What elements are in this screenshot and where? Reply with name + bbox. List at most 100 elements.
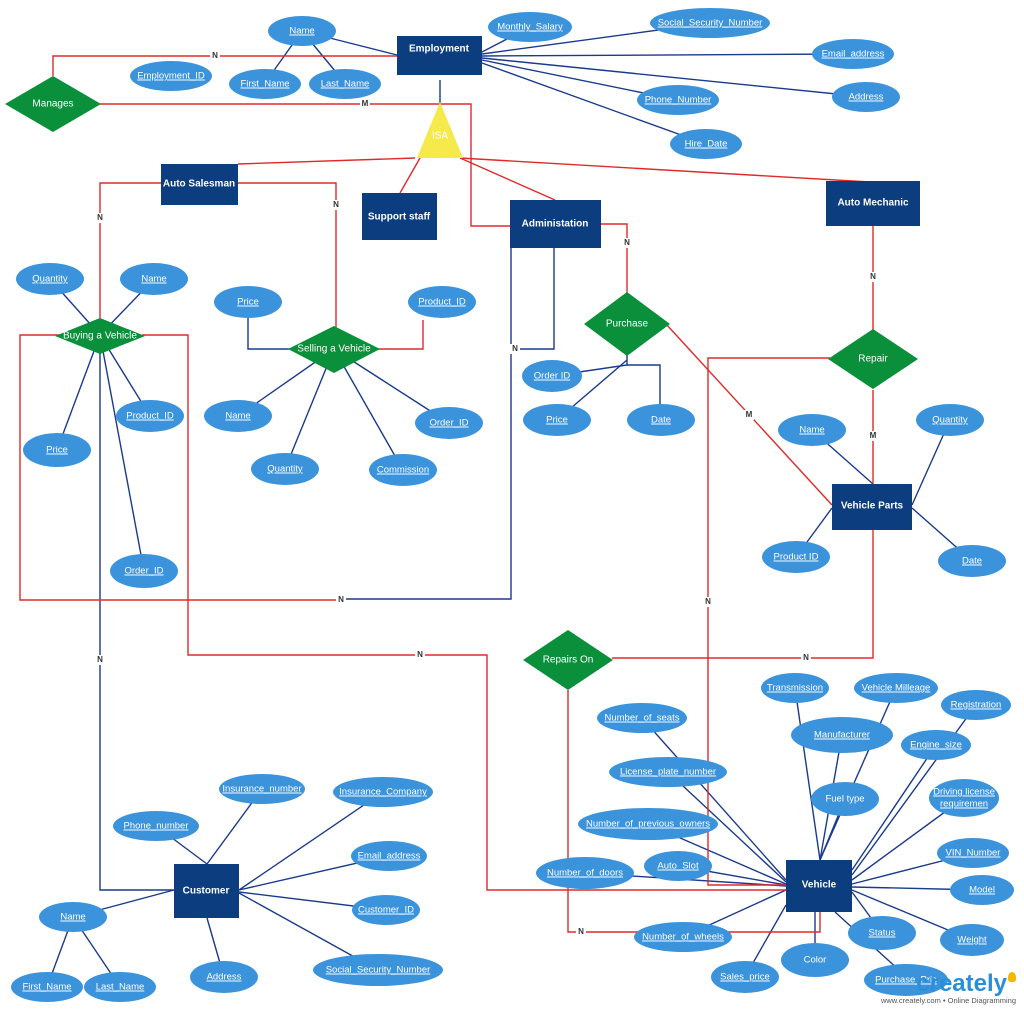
attr-purchase-order-id[interactable]: Order ID: [522, 360, 582, 392]
entity-employment[interactable]: Employment: [397, 36, 482, 75]
entity-administation[interactable]: Administation: [510, 200, 601, 248]
attr-employment-phone[interactable]: Phone_Number: [637, 85, 719, 115]
attr-employment-monthly-salary[interactable]: Monthly_Salary: [488, 12, 572, 42]
attr-purchase-date[interactable]: Date: [627, 404, 695, 436]
card-n-buy-bottom: N: [338, 595, 344, 604]
svg-text:License_plate_number: License_plate_number: [620, 767, 716, 778]
attr-customer-id[interactable]: Customer_ID: [352, 895, 420, 925]
card-n-customer: N: [97, 655, 103, 664]
entity-vehicle[interactable]: Vehicle: [786, 860, 852, 912]
attr-vehicle-model[interactable]: Model: [950, 875, 1014, 905]
attr-buying-order-id[interactable]: Order_ID: [110, 554, 178, 588]
svg-text:Name: Name: [289, 26, 314, 37]
cardinality-labels: N M N N N N M N M N N N N N N: [95, 51, 878, 937]
attr-vehicle-transmission[interactable]: Transmission: [761, 673, 829, 703]
entity-auto-mechanic[interactable]: Auto Mechanic: [826, 181, 920, 226]
attr-vehicle-color[interactable]: Color: [781, 943, 849, 977]
svg-text:Transmission: Transmission: [767, 683, 823, 694]
attr-employment-hire-date[interactable]: Hire_Date: [670, 129, 742, 159]
attr-customer-phone[interactable]: Phone_number: [113, 811, 199, 841]
attr-vehicle-number-of-wheels[interactable]: Number_of_wheels: [634, 922, 732, 952]
attr-parts-product-id[interactable]: Product ID: [762, 541, 830, 573]
card-n-manages: N: [212, 51, 218, 60]
relationship-repair[interactable]: Repair: [828, 329, 918, 389]
isa-triangle[interactable]: ISA: [417, 102, 463, 158]
svg-text:Administation: Administation: [522, 219, 589, 230]
entity-support-staff[interactable]: Support staff: [362, 193, 437, 240]
attr-vehicle-number-of-doors[interactable]: Number_of_doors: [536, 857, 634, 889]
attr-parts-date[interactable]: Date: [938, 545, 1006, 577]
attr-customer-insurance-number[interactable]: Insurance_number: [219, 774, 305, 804]
relationship-buying-a-vehicle[interactable]: Buying a Vehicle: [55, 318, 145, 354]
attr-vehicle-engine-size[interactable]: Engine_size: [901, 730, 971, 760]
svg-text:Insurance_Company: Insurance_Company: [339, 787, 427, 798]
attr-buying-price[interactable]: Price: [23, 433, 91, 467]
attr-selling-commission[interactable]: Commission: [369, 454, 437, 486]
attr-employment-id[interactable]: Employment_ID: [130, 61, 212, 91]
attr-selling-price[interactable]: Price: [214, 286, 282, 318]
attr-vehicle-vin[interactable]: VIN_Number: [937, 838, 1009, 868]
attr-customer-first-name[interactable]: First_Name: [11, 972, 83, 1002]
svg-text:Quantity: Quantity: [32, 274, 68, 285]
attr-vehicle-previous-owners[interactable]: Number_of_previous_owners: [578, 808, 718, 840]
attr-customer-ssn[interactable]: Social_Security_Number: [313, 954, 443, 986]
attr-vehicle-license-plate[interactable]: License_plate_number: [609, 757, 727, 787]
attr-buying-name[interactable]: Name: [120, 263, 188, 295]
svg-text:Email_address: Email_address: [822, 49, 885, 60]
creately-logo: creately www.creately.com • Online Diagr…: [881, 972, 1016, 1005]
attr-vehicle-status[interactable]: Status: [848, 916, 916, 950]
attr-vehicle-mileage[interactable]: Vehicle Milleage: [854, 673, 938, 703]
attr-customer-insurance-company[interactable]: Insurance_Company: [333, 777, 433, 807]
relationship-purchase[interactable]: Purchase: [584, 292, 670, 356]
svg-text:Order_ID: Order_ID: [124, 566, 163, 577]
attr-employment-ssn[interactable]: Social_Security_Number: [650, 8, 770, 38]
svg-text:Social_Security_Number: Social_Security_Number: [326, 965, 431, 976]
attr-selling-product-id[interactable]: Product_ID: [408, 286, 476, 318]
attr-buying-quantity[interactable]: Quantity: [16, 263, 84, 295]
attr-selling-name[interactable]: Name: [204, 400, 272, 432]
attr-vehicle-weight[interactable]: Weight: [940, 924, 1004, 956]
attr-customer-address[interactable]: Address: [190, 961, 258, 993]
attr-selling-order-id[interactable]: Order_ID: [415, 407, 483, 439]
attr-vehicle-auto-slot[interactable]: Auto_Slot: [644, 851, 712, 881]
attr-employment-address[interactable]: Address: [832, 82, 900, 112]
svg-text:Number_of_previous_owners: Number_of_previous_owners: [586, 819, 710, 830]
isa-label: ISA: [432, 131, 448, 142]
entity-vehicle-parts[interactable]: Vehicle Parts: [832, 484, 912, 530]
svg-text:Hire_Date: Hire_Date: [685, 139, 728, 150]
entity-auto-salesman[interactable]: Auto Salesman: [161, 164, 238, 205]
card-m-purchase: M: [746, 410, 753, 419]
attr-employment-first-name[interactable]: First_Name: [229, 69, 301, 99]
attr-buying-product-id[interactable]: Product_ID: [116, 400, 184, 432]
attr-customer-name[interactable]: Name: [39, 902, 107, 932]
attr-vehicle-purchase-price[interactable]: Purchase_Pric: [864, 964, 948, 996]
svg-text:Product_ID: Product_ID: [126, 411, 174, 422]
attr-vehicle-sales-price[interactable]: Sales_price: [711, 961, 779, 993]
card-n-repairs-on: N: [803, 653, 809, 662]
attr-vehicle-registration[interactable]: Registration: [941, 690, 1011, 720]
relationship-manages[interactable]: Manages: [5, 76, 101, 132]
attr-vehicle-number-of-seats[interactable]: Number_of_seats: [597, 703, 687, 733]
attr-purchase-price[interactable]: Price: [523, 404, 591, 436]
relationship-repairs-on[interactable]: Repairs On: [523, 630, 613, 690]
relationship-selling-a-vehicle[interactable]: Selling a Vehicle: [288, 326, 380, 373]
svg-text:Price: Price: [46, 445, 68, 456]
attr-customer-email[interactable]: Email_address: [351, 841, 427, 871]
attr-employment-email[interactable]: Email_address: [812, 39, 894, 69]
attr-customer-last-name[interactable]: Last_Name: [84, 972, 156, 1002]
attr-parts-quantity[interactable]: Quantity: [916, 404, 984, 436]
attr-vehicle-fuel-type[interactable]: Fuel type: [811, 782, 879, 816]
svg-text:Price: Price: [546, 415, 568, 426]
attr-employment-last-name[interactable]: Last_Name: [309, 69, 381, 99]
svg-text:Auto Mechanic: Auto Mechanic: [837, 198, 909, 209]
entity-customer[interactable]: Customer: [174, 864, 239, 918]
svg-text:Number_of_seats: Number_of_seats: [605, 713, 680, 724]
svg-text:Address: Address: [849, 92, 884, 103]
svg-text:Address: Address: [207, 972, 242, 983]
attr-vehicle-manufacturer[interactable]: Manufacturer: [791, 717, 893, 753]
attr-employment-name[interactable]: Name: [268, 16, 336, 46]
attr-selling-quantity[interactable]: Quantity: [251, 453, 319, 485]
attr-parts-name[interactable]: Name: [778, 414, 846, 446]
